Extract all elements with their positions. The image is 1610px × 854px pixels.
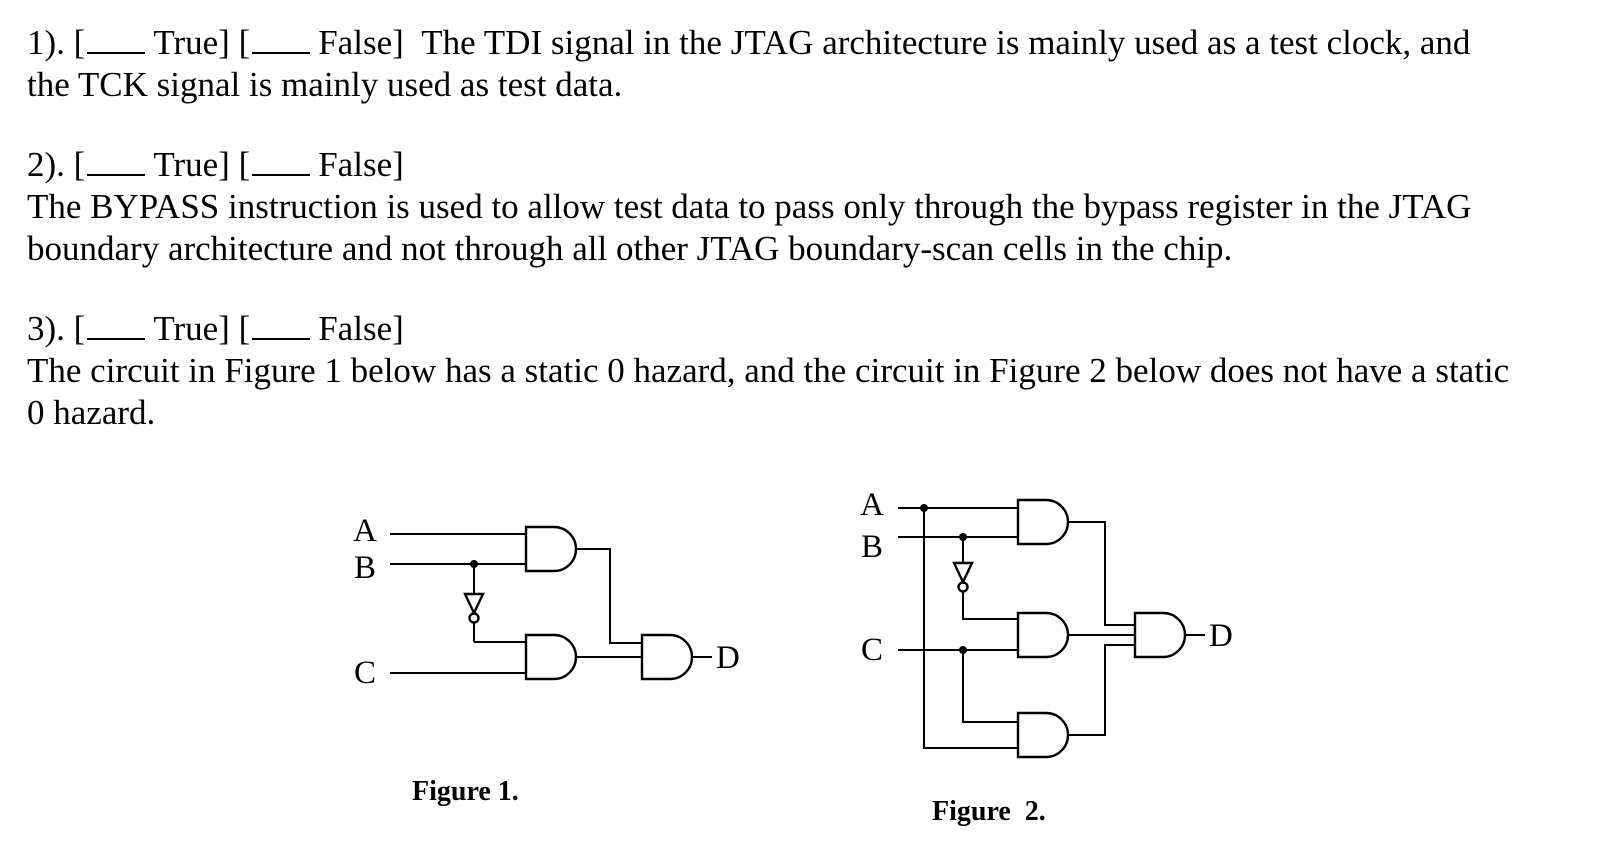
figure-1-circuit: A B C D Figure 1. [353,513,740,807]
bracket-open: [ [73,309,86,348]
wire-and1-out [1068,521,1135,626]
question-text-line: 0 hazard. [27,393,156,432]
inverter-bubble [468,612,480,624]
true-label: True] [153,309,230,348]
false-label: False] [318,23,404,62]
false-answer-blank[interactable] [252,308,311,340]
wire-b-not [962,592,1018,620]
false-answer-blank[interactable] [252,22,311,54]
wire-c-branch [962,650,1018,723]
inverter-gate [952,561,974,585]
true-label: True] [153,145,230,184]
false-label: False] [318,309,404,348]
bracket-open: [ [73,145,86,184]
true-label: True] [153,23,230,62]
question-number: 1). [27,23,65,62]
and-gate [524,525,578,573]
question-number: 3). [27,309,65,348]
input-label-b: B [354,550,376,586]
question-text: The TDI signal in the JTAG architecture … [421,23,1471,62]
figure-2-circuit: A B C D Figure 2. [860,487,1233,827]
bracket-open: [ [73,23,86,62]
wire-and3-out [1068,644,1135,736]
output-gate [640,633,694,681]
bracket-open: [ [238,309,251,348]
input-label-a: A [353,513,377,549]
figure-caption: Figure 1. [412,776,519,807]
question-2-header: 2). [True] [False] [27,144,1471,186]
question-text-line: The circuit in Figure 1 below has a stat… [27,351,1510,390]
question-2: 2). [True] [False] The BYPASS instructio… [27,144,1471,270]
bracket-open: [ [238,23,251,62]
question-1: 1). [True] [False] The TDI signal in the… [27,22,1470,106]
question-3-header: 3). [True] [False] [27,308,1509,350]
input-label-c: C [354,655,376,691]
input-label-c: C [861,632,883,668]
bracket-open: [ [238,145,251,184]
input-label-b: B [861,529,883,565]
true-answer-blank[interactable] [87,308,146,340]
and-gate [524,633,578,681]
question-1-header: 1). [True] [False] The TDI signal in the… [27,22,1470,64]
inverter-bubble [957,581,969,593]
input-label-a: A [860,487,884,523]
false-label: False] [318,145,404,184]
inverter-gate [463,592,485,616]
question-text-line: the TCK signal is mainly used as test da… [27,65,623,104]
true-answer-blank[interactable] [87,22,146,54]
output-gate [1133,611,1187,659]
figure-caption: Figure 2. [932,796,1046,827]
and-gate [1016,498,1070,546]
wire-and1-out [576,548,642,644]
and-gate [1016,711,1070,759]
and-gate [1016,611,1070,659]
false-answer-blank[interactable] [252,144,311,176]
output-label-d: D [1209,618,1233,654]
question-3: 3). [True] [False] The circuit in Figure… [27,308,1509,434]
question-text-line: boundary architecture and not through al… [27,229,1233,268]
true-answer-blank[interactable] [87,144,146,176]
question-text-line: The BYPASS instruction is used to allow … [27,187,1472,226]
output-label-d: D [716,640,740,676]
wire-a-branch [923,508,1018,749]
question-number: 2). [27,145,65,184]
